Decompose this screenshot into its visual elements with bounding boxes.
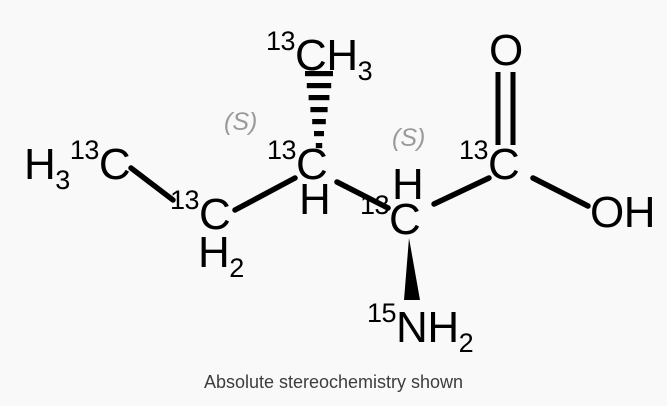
methylene-h-count: 2 <box>229 253 244 283</box>
terminal-methyl-isotope: 13 <box>69 135 100 165</box>
atom-methylene: 13C <box>170 185 231 239</box>
terminal-methyl-h-count: 3 <box>55 165 70 195</box>
branch-methyl-isotope: 13 <box>266 26 296 56</box>
beta-carbon-h: H <box>299 175 331 224</box>
terminal-methyl-h: H <box>24 140 56 189</box>
hashed-wedge-beta-to-branch-methyl <box>305 71 333 149</box>
figure-caption: Absolute stereochemistry shown <box>203 372 464 392</box>
bond-carboxyl-to-hydroxyl <box>530 175 591 209</box>
branch-methyl-element: CH <box>295 31 358 80</box>
hydroxyl-element: OH <box>590 188 656 237</box>
terminal-methyl-element: C <box>98 140 131 189</box>
bond-alpha-to-carboxyl-carbon <box>431 175 492 207</box>
alpha-carbon-element: C <box>389 195 421 244</box>
stereo-descriptor-beta: (S) <box>224 108 258 136</box>
carboxyl-carbon-isotope: 13 <box>459 135 489 165</box>
methylene-element: C <box>199 190 231 239</box>
carbonyl-oxygen-element: O <box>489 26 523 75</box>
atom-branch-methyl: 13CH3 <box>266 26 373 86</box>
amine-isotope: 15 <box>367 298 397 328</box>
alpha-carbon-isotope: 13 <box>360 190 390 220</box>
stereo-descriptor-alpha: (S) <box>392 124 426 152</box>
atom-terminal-methyl: H313C <box>24 135 131 195</box>
atom-amine: 15NH2 <box>367 298 474 358</box>
atom-methylene-hydrogens: H2 <box>198 231 244 282</box>
bond-methyl-to-methylene <box>128 165 176 203</box>
carboxyl-carbon-element: C <box>488 140 520 189</box>
bond-beta-to-alpha-carbon <box>334 179 391 211</box>
branch-methyl-h-count: 3 <box>357 56 373 86</box>
atom-alpha-carbon: 13C <box>360 190 421 244</box>
methylene-h: H <box>198 228 230 277</box>
atom-carboxyl-carbon: 13C <box>459 135 520 189</box>
atom-carbonyl-oxygen: O <box>489 29 523 73</box>
beta-carbon-isotope: 13 <box>267 135 297 165</box>
atom-beta-carbon-hydrogen: H <box>299 175 331 224</box>
alpha-carbon-h: H <box>392 160 424 209</box>
beta-carbon-element: C <box>296 140 328 189</box>
bond-methylene-to-beta-carbon <box>232 175 298 213</box>
methylene-isotope: 13 <box>170 185 200 215</box>
amine-h-count: 2 <box>458 328 474 358</box>
solid-wedge-alpha-to-amine <box>404 238 420 300</box>
atom-beta-carbon: 13C <box>267 135 328 189</box>
amine-element: NH <box>396 303 459 352</box>
atom-alpha-carbon-hydrogen: H <box>392 160 424 209</box>
atom-hydroxyl: OH <box>590 188 656 237</box>
